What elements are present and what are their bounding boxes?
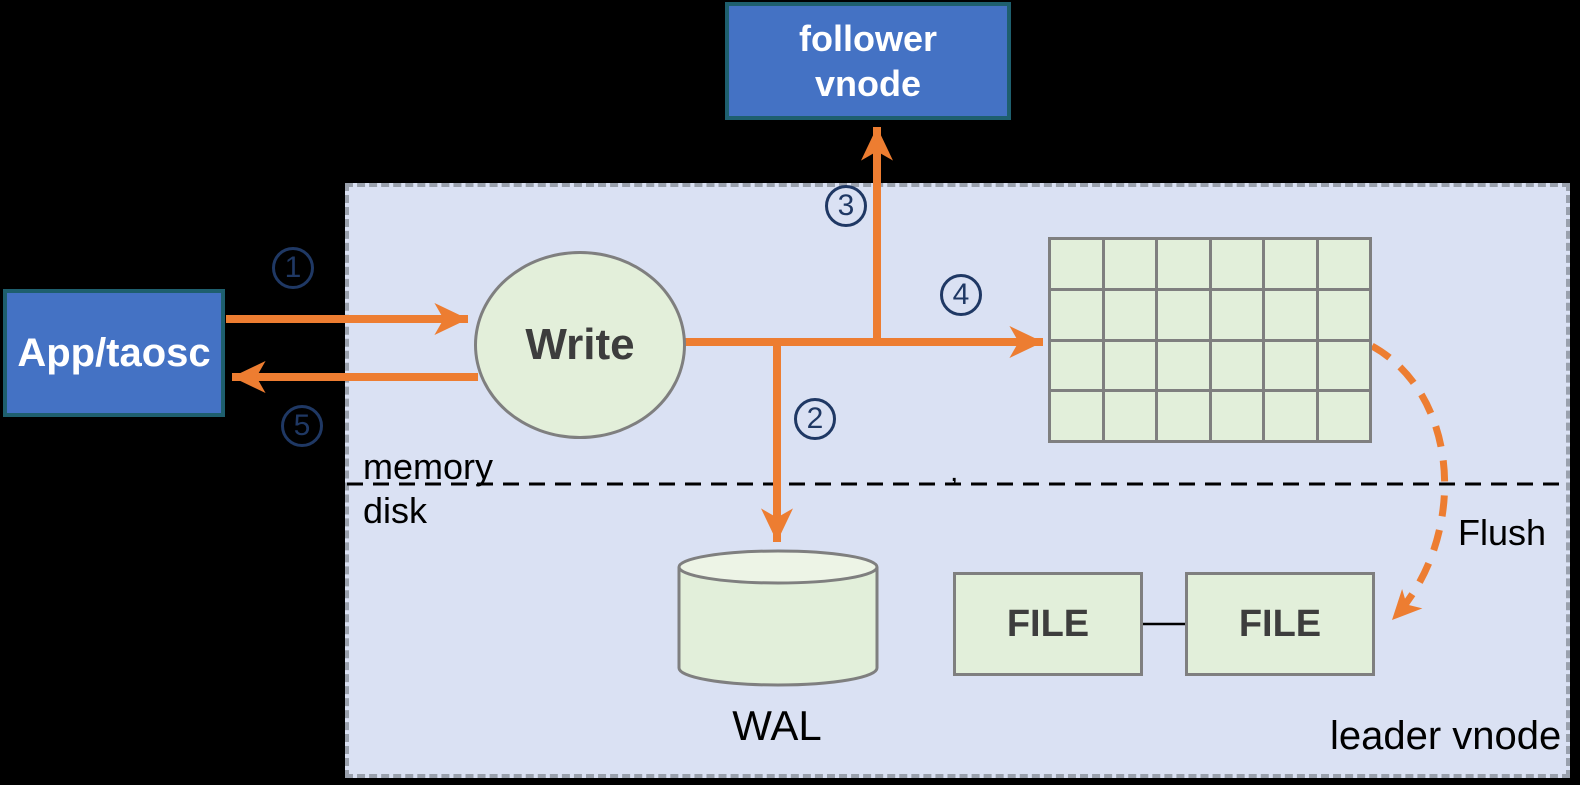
memory-grid-cell xyxy=(1211,392,1262,440)
memory-grid-cell xyxy=(1265,290,1316,339)
memory-grid-cell xyxy=(1265,341,1316,390)
memory-grid-cell xyxy=(1211,341,1262,390)
follower-vnode-label-line1: follower xyxy=(798,18,937,59)
file-left-label: FILE xyxy=(1006,602,1090,645)
memory-table-grid xyxy=(1048,237,1372,443)
step-5-badge: 5 xyxy=(281,405,323,447)
app-taosc-label: App/taosc xyxy=(17,330,211,375)
step-3-badge: 3 xyxy=(825,185,867,227)
memory-grid-cell xyxy=(1318,392,1369,440)
memory-grid-cell xyxy=(1211,240,1262,288)
follower-vnode-label-line2: vnode xyxy=(814,63,921,104)
memory-grid-cell xyxy=(1158,290,1209,339)
file-node-right: FILE xyxy=(1185,572,1375,676)
write-label: Write xyxy=(525,320,635,369)
file-right-label: FILE xyxy=(1238,602,1322,645)
comma-artifact: , xyxy=(950,455,959,488)
memory-grid-cell xyxy=(1051,341,1102,390)
app-taosc-node: App/taosc xyxy=(3,289,225,417)
memory-grid-cell xyxy=(1318,290,1369,339)
memory-grid-cell xyxy=(1158,392,1209,440)
file-node-left: FILE xyxy=(953,572,1143,676)
step-4-badge: 4 xyxy=(940,274,982,316)
write-process-node: Write xyxy=(474,251,686,439)
step-2-number: 2 xyxy=(806,402,824,435)
memory-grid-cell xyxy=(1104,341,1155,390)
memory-grid-cell xyxy=(1158,341,1209,390)
leader-vnode-label: leader vnode xyxy=(1330,714,1562,758)
memory-grid-cell xyxy=(1318,240,1369,288)
memory-grid-cell xyxy=(1104,290,1155,339)
follower-vnode-node: follower vnode xyxy=(725,2,1011,120)
memory-grid-cell xyxy=(1265,392,1316,440)
memory-grid-cell xyxy=(1211,290,1262,339)
memory-grid-cell xyxy=(1051,392,1102,440)
memory-grid-cell xyxy=(1051,240,1102,288)
memory-grid-cell xyxy=(1265,240,1316,288)
memory-grid-cell xyxy=(1104,240,1155,288)
disk-label: disk xyxy=(363,490,428,531)
step-5-number: 5 xyxy=(293,409,311,442)
memory-grid-cell xyxy=(1104,392,1155,440)
step-3-number: 3 xyxy=(837,189,855,222)
memory-label: memory xyxy=(363,446,494,487)
step-1-number: 1 xyxy=(284,251,302,284)
memory-grid-cell xyxy=(1158,240,1209,288)
step-1-badge: 1 xyxy=(272,247,314,289)
memory-grid-cell xyxy=(1318,341,1369,390)
wal-label: WAL xyxy=(732,702,822,749)
step-2-badge: 2 xyxy=(794,398,836,440)
step-4-number: 4 xyxy=(952,278,970,311)
memory-grid-cell xyxy=(1051,290,1102,339)
flush-label: Flush xyxy=(1458,512,1547,553)
